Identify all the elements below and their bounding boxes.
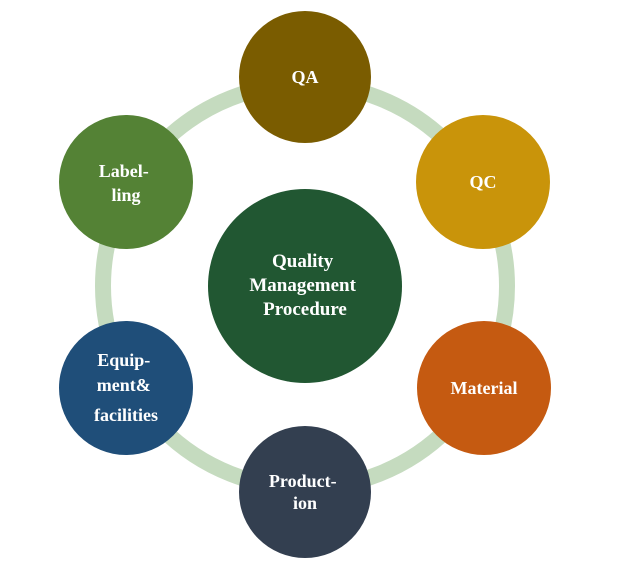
- node-production: Product- ion: [239, 426, 371, 558]
- center-label-line-1: Quality: [272, 251, 334, 272]
- node-qc-label: QC: [470, 172, 497, 192]
- node-material-circle: [417, 321, 551, 455]
- center-circle: [208, 189, 402, 383]
- center-label-line-2: Management: [249, 275, 356, 296]
- center-label-line-3: Procedure: [263, 299, 347, 320]
- node-labelling-label-line-1: Label-: [99, 161, 149, 181]
- node-equipment-label: Equip- ment& facilities: [94, 350, 158, 425]
- node-production-label-line-2: ion: [293, 493, 317, 513]
- node-qc-label-line-1: QC: [470, 172, 497, 192]
- center-label: Quality Management Procedure: [249, 251, 360, 320]
- node-labelling-label: Label- ling: [99, 161, 154, 205]
- node-production-label: Product- ion: [269, 471, 341, 513]
- node-production-label-line-1: Product-: [269, 471, 337, 491]
- node-equipment-circle: [59, 321, 193, 455]
- node-material-label-line-1: Material: [451, 378, 518, 398]
- node-qa: QA: [239, 11, 371, 143]
- node-qa-circle: [239, 11, 371, 143]
- node-equipment-label-line-2: ment&: [97, 375, 151, 395]
- node-qc: QC: [416, 115, 550, 249]
- node-qa-label-line-1: QA: [292, 67, 319, 87]
- node-production-circle: [239, 426, 371, 558]
- center-circle-group: Quality Management Procedure: [208, 189, 402, 383]
- node-labelling-circle: [59, 115, 193, 249]
- node-equipment: Equip- ment& facilities: [59, 321, 193, 455]
- node-material: Material: [417, 321, 551, 455]
- node-qc-circle: [416, 115, 550, 249]
- node-labelling-label-line-2: ling: [111, 185, 140, 205]
- node-equipment-label-line-1: Equip-: [97, 350, 150, 370]
- node-material-label: Material: [451, 378, 518, 398]
- node-equipment-label-line-3: facilities: [94, 405, 158, 425]
- node-qa-label: QA: [292, 67, 319, 87]
- node-labelling: Label- ling: [59, 115, 193, 249]
